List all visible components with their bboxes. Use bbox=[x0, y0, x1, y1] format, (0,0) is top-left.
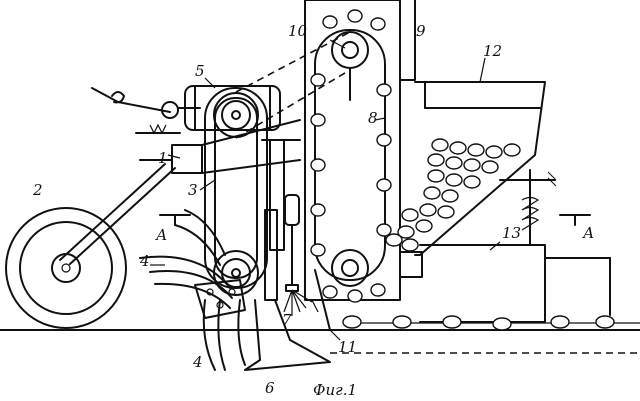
label-10: 10 bbox=[288, 22, 308, 40]
label-8: 8 bbox=[368, 109, 378, 127]
section-mark-right: А bbox=[559, 214, 594, 242]
vertical-conveyor bbox=[304, 0, 401, 303]
spring-valve bbox=[499, 169, 557, 246]
drive-gearbox bbox=[184, 85, 281, 131]
spray-nozzle bbox=[283, 194, 313, 316]
ground-line bbox=[0, 322, 640, 354]
ground-wheel bbox=[5, 163, 176, 329]
hopper-tubers bbox=[385, 138, 521, 252]
hitch-link bbox=[91, 87, 201, 135]
conveyor-cups bbox=[310, 9, 392, 303]
label-1: 1 bbox=[158, 149, 168, 167]
planter-unit bbox=[399, 244, 611, 323]
seed-hopper bbox=[414, 81, 546, 256]
label-2: 2 bbox=[32, 181, 43, 199]
label-12: 12 bbox=[483, 42, 502, 60]
digging-share bbox=[244, 209, 331, 371]
conveyor-head-housing bbox=[399, 0, 416, 81]
figure-caption: Фиг.1 bbox=[313, 381, 357, 399]
lifting-belt-conveyor bbox=[204, 87, 268, 296]
ground-tubers bbox=[342, 315, 615, 331]
label-6: 6 bbox=[265, 379, 275, 397]
chain-drive bbox=[235, 31, 351, 139]
callout-labels: 1 2 3 4 4 5 6 7 8 9 10 11 12 13 bbox=[32, 22, 521, 397]
section-mark-left: А bbox=[155, 214, 191, 244]
label-9: 9 bbox=[416, 22, 426, 40]
label-4-upper: 4 bbox=[139, 252, 150, 270]
label-7: 7 bbox=[282, 311, 292, 329]
callout-leaders bbox=[150, 39, 501, 341]
digging-discs bbox=[139, 209, 246, 371]
label-5: 5 bbox=[195, 62, 205, 80]
label-11: 11 bbox=[338, 338, 357, 356]
section-label-right: А bbox=[582, 224, 594, 242]
label-3: 3 bbox=[188, 181, 198, 199]
label-4-lower: 4 bbox=[192, 353, 203, 371]
section-label-left: А bbox=[155, 226, 167, 244]
label-13: 13 bbox=[502, 224, 521, 242]
